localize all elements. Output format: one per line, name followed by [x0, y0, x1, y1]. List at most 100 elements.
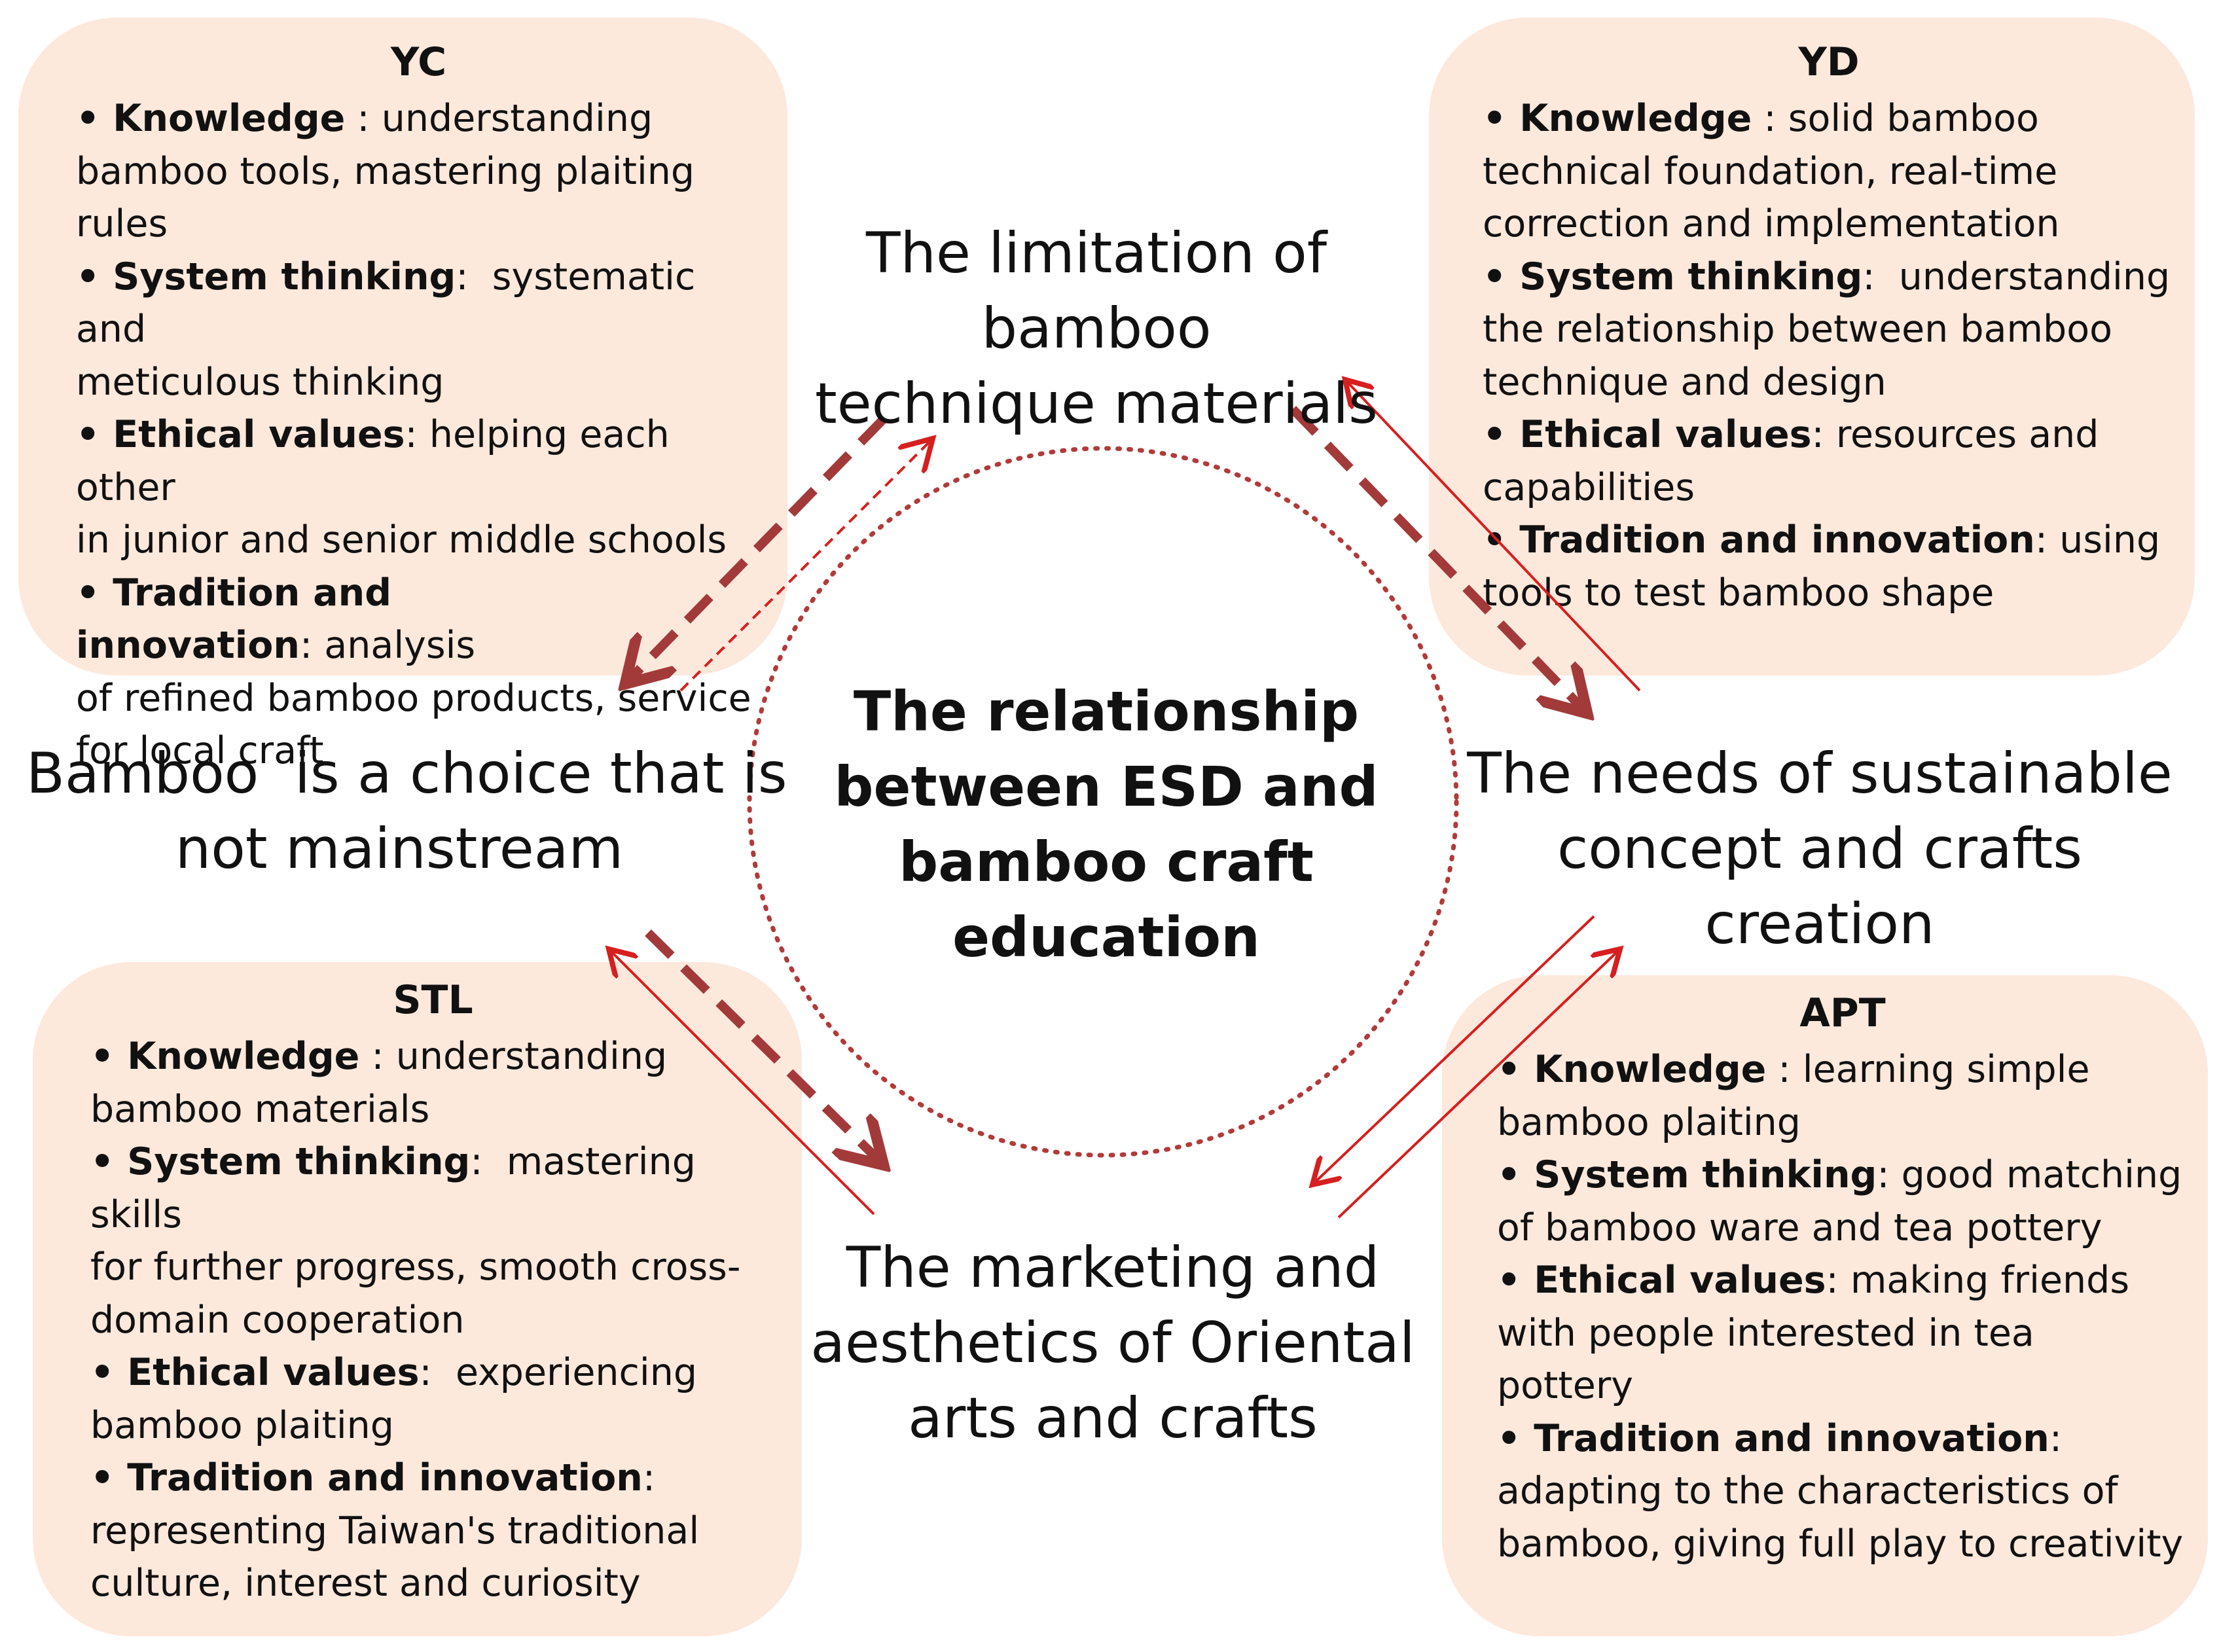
bullet-text: helping each other: [76, 413, 670, 509]
bullet-continuation: domain cooperation: [90, 1298, 465, 1342]
bullet-continuation: bamboo tools, mastering plaiting: [76, 149, 695, 193]
bullet-item: • Ethical values: making friends: [1497, 1254, 2188, 1307]
bullet-text: using: [2059, 518, 2161, 562]
bullet-item: • Knowledge : understanding: [76, 92, 761, 145]
center-title: The relationship between ESD and bamboo …: [772, 674, 1440, 975]
bullet-continuation: meticulous thinking: [76, 360, 444, 404]
bullet-icon: •: [76, 413, 113, 456]
bullet-continuation: with people interested in tea: [1497, 1311, 2034, 1355]
bullet-text: understanding: [1898, 255, 2171, 298]
center-title-line: between ESD and: [834, 755, 1379, 819]
bullet-term: Knowledge: [1519, 97, 1752, 140]
bullet-item: • Tradition and innovation: using: [1483, 514, 2175, 567]
bullet-item: • Ethical values: experiencing: [90, 1346, 776, 1399]
bullet-item: • Knowledge : learning simple: [1497, 1043, 2188, 1096]
bullet-separator: :: [1811, 413, 1836, 456]
bullet-icon: •: [76, 255, 113, 298]
node-right-line: concept and crafts: [1557, 816, 2082, 882]
arrow-bottom-to-right-solid: [1337, 949, 1620, 1219]
node-bottom-line: The marketing and: [846, 1235, 1380, 1301]
bullet-item: • Tradition and innovation: analysis: [76, 567, 761, 672]
bullet-continuation: capabilities: [1483, 465, 1695, 509]
bullet-item: • System thinking: understanding: [1483, 251, 2175, 304]
bullet-continuation: technical foundation, real-time: [1483, 149, 2058, 193]
stl-list: • Knowledge : understanding bamboo materi…: [90, 1030, 776, 1610]
bullet-continuation: for local craft: [76, 729, 324, 772]
bullet-term: System thinking: [113, 255, 456, 298]
node-right-line: creation: [1705, 891, 1935, 957]
bullet-icon: •: [1497, 1416, 1534, 1460]
box-title-stl: STL: [393, 977, 473, 1023]
bullet-item: • Ethical values: helping each other: [76, 408, 761, 514]
box-title-apt: APT: [1799, 990, 1886, 1036]
bullet-text: good matching: [1901, 1153, 2182, 1196]
bullet-icon: •: [1497, 1153, 1534, 1196]
bullet-item: • Tradition and innovation:: [90, 1452, 776, 1505]
bullet-separator: :: [456, 255, 492, 298]
node-top-line: technique materials: [815, 371, 1378, 437]
box-title-yd: YD: [1798, 39, 1860, 85]
bullet-text: solid bamboo: [1788, 97, 2039, 140]
bullet-icon: •: [90, 1140, 128, 1183]
bullet-icon: •: [1483, 97, 1520, 140]
bullet-icon: •: [76, 571, 113, 615]
bullet-item: • System thinking: good matching: [1497, 1149, 2188, 1202]
yd-box: YD • Knowledge : solid bamboo technical f…: [1429, 18, 2195, 675]
node-left: Bamboo is a choice that is not mainstrea…: [26, 736, 787, 887]
bullet-text: understanding: [395, 1035, 668, 1078]
bullet-separator: :: [470, 1140, 507, 1183]
arrow-top-to-left-dashed: [625, 416, 888, 684]
bullet-text: making friends: [1850, 1259, 2130, 1302]
arrow-left-to-bottom-dashed: [645, 929, 884, 1165]
bullet-text: systematic and: [76, 255, 696, 351]
arrow-bottom-to-left-solid: [609, 949, 875, 1215]
arrow-top-to-right-dashed: [1289, 406, 1587, 713]
bullet-term: System thinking: [1534, 1153, 1877, 1196]
node-right: The needs of sustainable concept and cra…: [1460, 736, 2180, 962]
bullet-separator: :: [300, 624, 325, 667]
bullet-item: • System thinking: mastering skills: [90, 1136, 776, 1241]
node-bottom-line: aesthetics of Oriental: [810, 1310, 1415, 1376]
bullet-text: analysis: [324, 624, 476, 667]
bullet-text: understanding: [381, 97, 653, 140]
bullet-item: • System thinking: systematic and: [76, 251, 761, 356]
bullet-icon: •: [90, 1351, 128, 1394]
bullet-continuation: bamboo materials: [90, 1087, 430, 1131]
bullet-separator: :: [1826, 1259, 1850, 1302]
bullet-term: Knowledge: [113, 97, 346, 140]
bullet-separator: :: [642, 1456, 656, 1499]
bullet-term: Knowledge: [127, 1035, 360, 1078]
bullet-term: Ethical values: [127, 1351, 420, 1394]
arrow-right-to-bottom-solid: [1312, 915, 1595, 1185]
bullet-icon: •: [90, 1035, 128, 1078]
bullet-continuation: for further progress, smooth cross-: [90, 1246, 741, 1289]
bullet-continuation: technique and design: [1483, 360, 1886, 404]
bullet-continuation: rules: [76, 202, 168, 245]
center-title-line: bamboo craft education: [899, 830, 1314, 969]
yd-list: • Knowledge : solid bamboo technical foun…: [1483, 92, 2175, 619]
bullet-separator: :: [345, 97, 382, 140]
bullet-term: Ethical values: [1519, 413, 1812, 456]
bullet-icon: •: [1483, 255, 1520, 298]
bullet-continuation: tools to test bamboo shape: [1483, 571, 1994, 615]
bullet-text: learning simple: [1802, 1048, 2090, 1091]
bullet-icon: •: [76, 97, 113, 140]
bullet-term: Tradition and innovation: [127, 1456, 643, 1499]
bullet-continuation: of bamboo ware and tea pottery: [1497, 1206, 2102, 1249]
bullet-continuation: in junior and senior middle schools: [76, 518, 727, 562]
node-top: The limitation of bamboo technique mater…: [753, 216, 1440, 442]
bullet-continuation: bamboo plaiting: [1497, 1100, 1801, 1144]
node-bottom-line: arts and crafts: [908, 1386, 1318, 1451]
bullet-separator: :: [1752, 97, 1788, 140]
bullet-continuation: the relationship between bamboo: [1483, 308, 2112, 351]
arrow-left-to-top-dashed-thin: [679, 439, 933, 692]
bullet-separator: :: [2034, 518, 2060, 562]
bullet-item: • Ethical values: resources and: [1483, 408, 2175, 461]
bullet-continuation: pottery: [1497, 1364, 1633, 1407]
bullet-continuation: bamboo plaiting: [90, 1403, 394, 1447]
bullet-icon: •: [1497, 1259, 1534, 1302]
bullet-text: resources and: [1835, 413, 2099, 456]
central-circle: [747, 446, 1459, 1158]
